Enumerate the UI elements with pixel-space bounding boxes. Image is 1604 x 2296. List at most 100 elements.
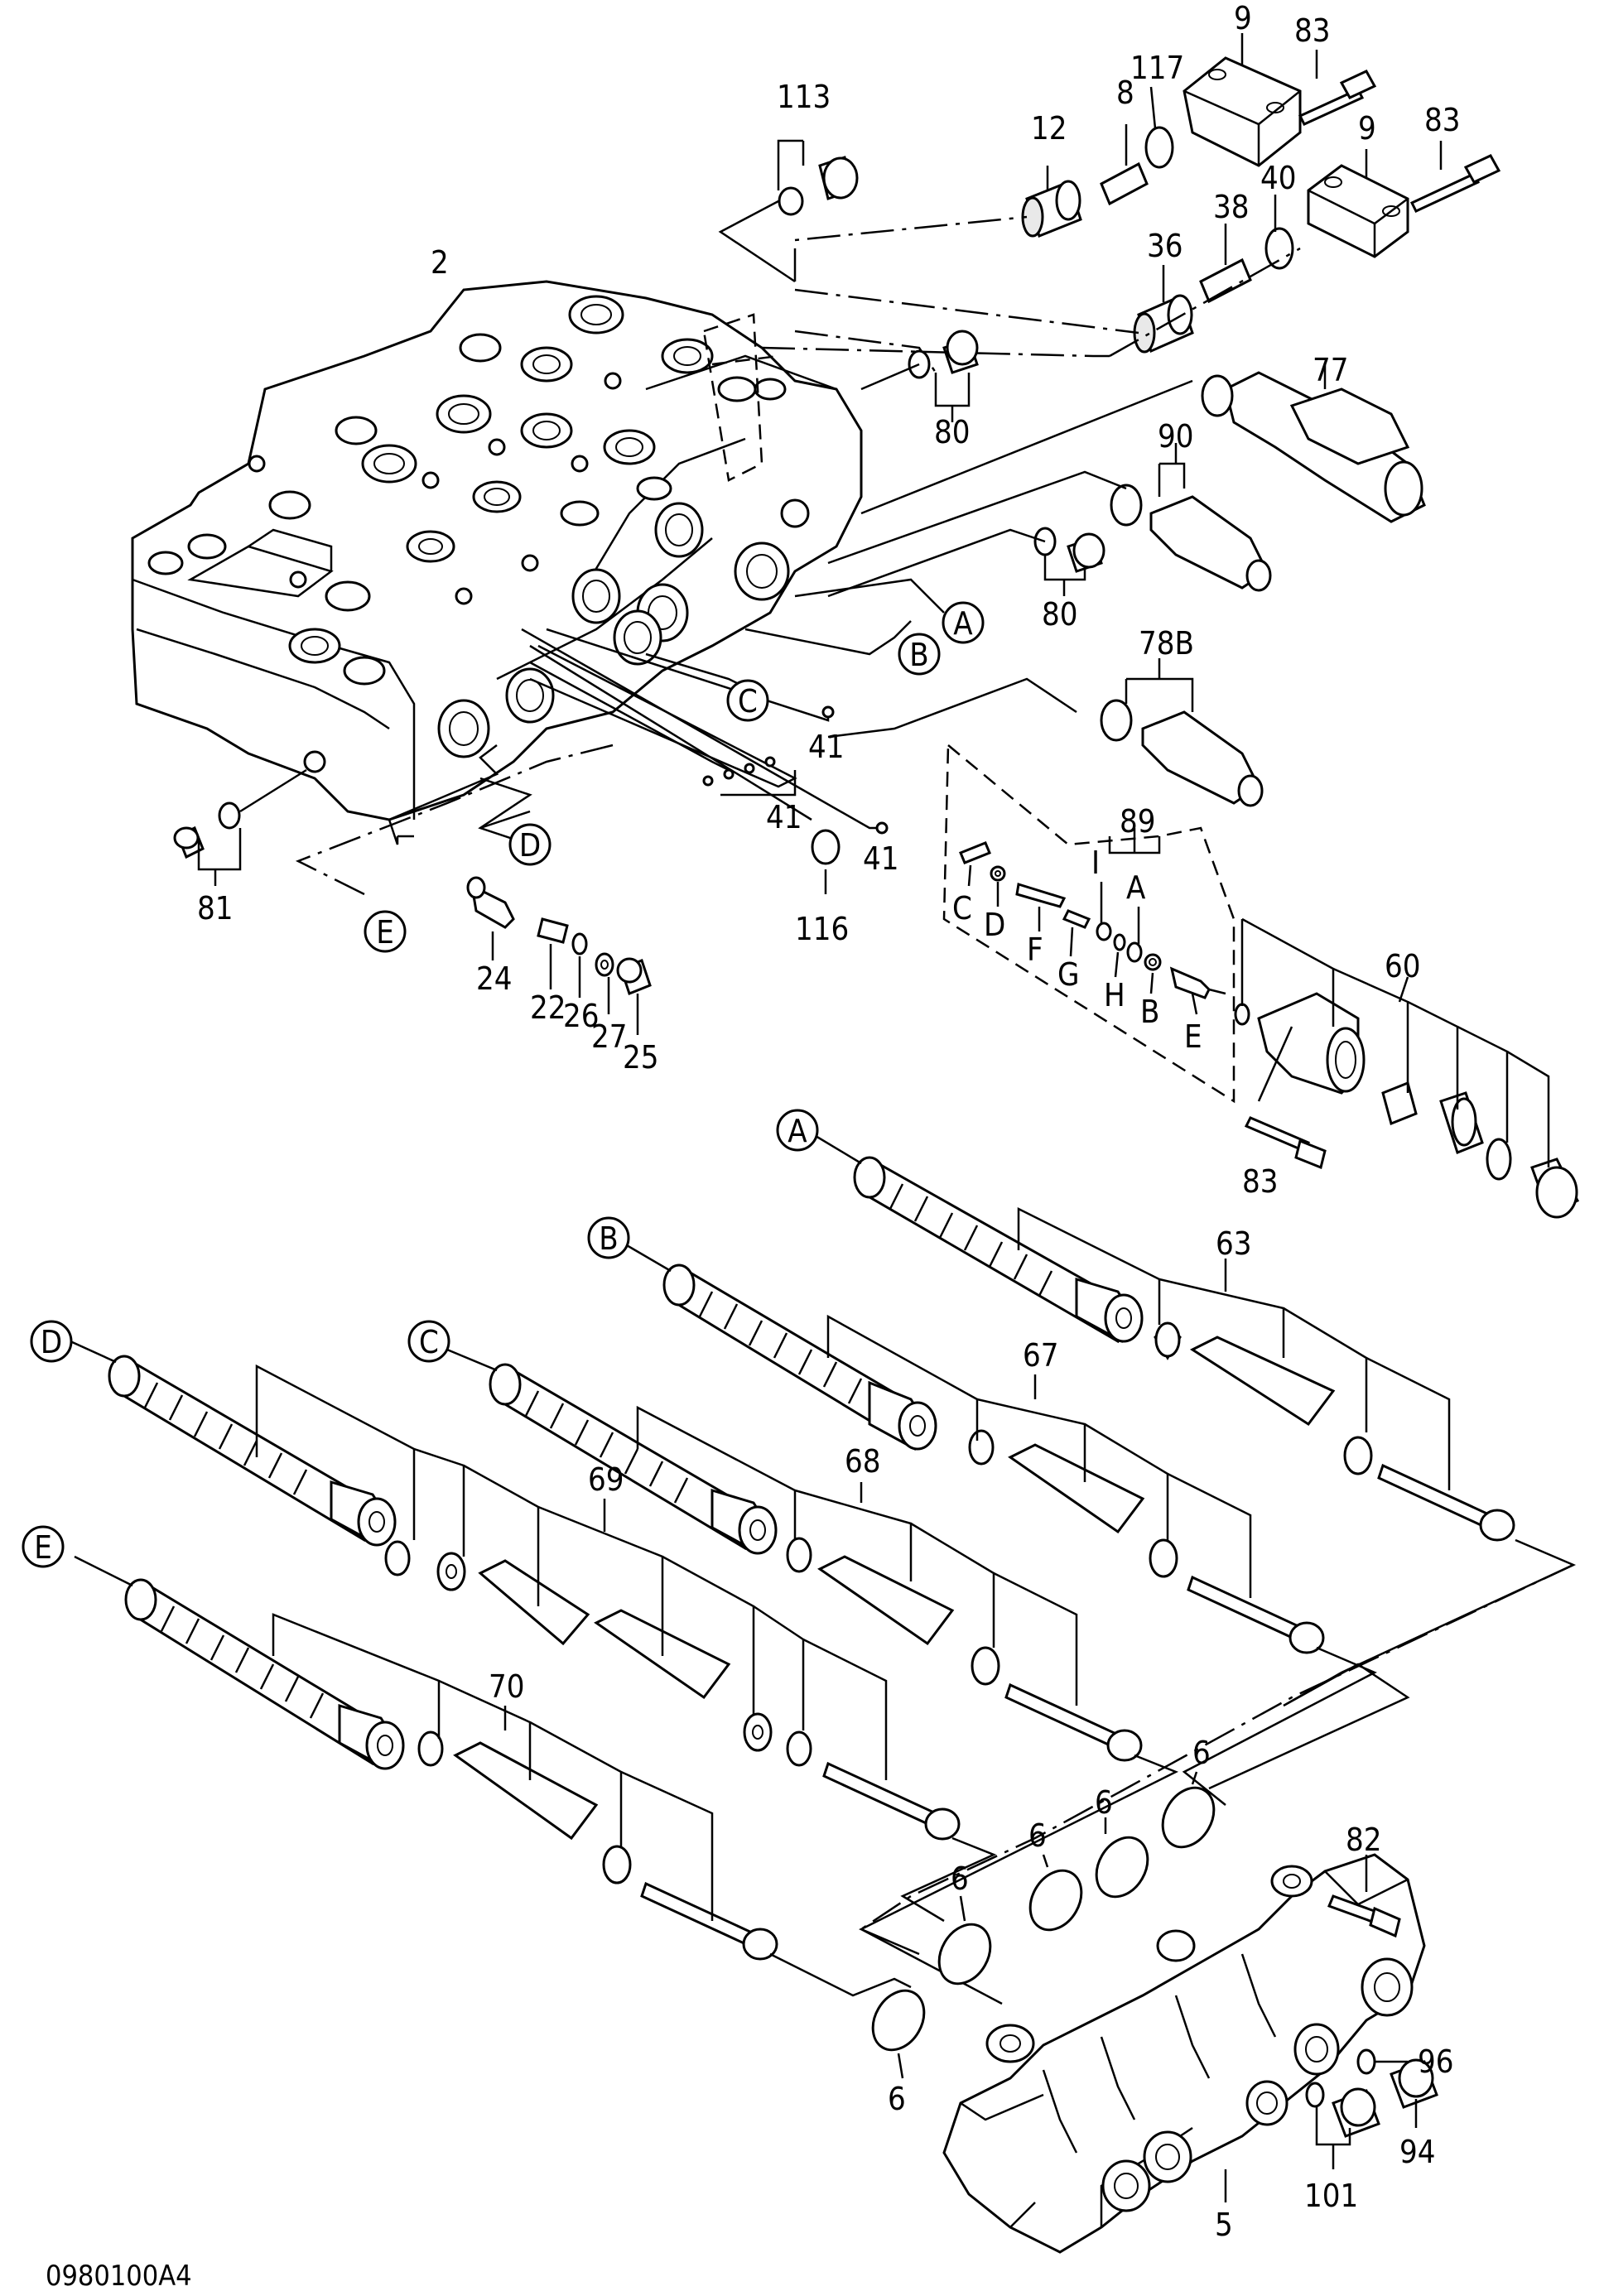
label-63: 63: [1216, 1225, 1252, 1262]
label-101: 101: [1304, 2178, 1358, 2214]
label-96: 96: [1418, 2043, 1454, 2080]
label-6d: 6: [951, 1860, 969, 1897]
label-6b: 6: [1095, 1784, 1113, 1821]
part-25-plug: [616, 957, 652, 1035]
part-8-spring: [1100, 124, 1149, 206]
label-12: 12: [1031, 110, 1067, 147]
part-24-plug: [466, 876, 515, 960]
sub-label-b: B: [1140, 994, 1159, 1030]
label-41b: 41: [766, 799, 802, 835]
part-113-plug: [718, 139, 859, 283]
part-94-plug: [1390, 2058, 1438, 2128]
label-2: 2: [431, 244, 449, 281]
label-89: 89: [1120, 803, 1156, 840]
part-22-spring: [537, 917, 569, 989]
label-77: 77: [1313, 352, 1349, 388]
svg-text:C: C: [419, 1324, 439, 1360]
label-81: 81: [197, 890, 234, 927]
callout-a-upper: A: [942, 601, 985, 644]
label-83c: 83: [1242, 1163, 1279, 1200]
sub-label-h: H: [1104, 977, 1125, 1013]
part-101-plug: [1305, 2082, 1380, 2169]
sub-label-a: A: [1126, 869, 1146, 906]
label-27: 27: [591, 1018, 628, 1055]
callout-d-upper: D: [508, 823, 552, 866]
label-6a: 6: [1192, 1735, 1211, 1771]
callout-e-spool: E: [22, 1525, 65, 1568]
label-9b: 9: [1358, 110, 1376, 147]
label-38: 38: [1213, 189, 1250, 225]
part-9-cover-lower: [1307, 149, 1409, 258]
callout-markers: A B C D E A B C: [22, 601, 985, 1568]
label-9a: 9: [1234, 0, 1252, 36]
part-89-pilot-parts: [959, 841, 1226, 999]
label-80b: 80: [1042, 596, 1078, 633]
part-60-check-assembly: [1234, 917, 1580, 1219]
label-36: 36: [1147, 228, 1183, 264]
part-26-oring: [571, 932, 588, 998]
spool-c: [446, 1348, 778, 1555]
svg-text:E: E: [376, 914, 394, 951]
svg-text:B: B: [599, 1220, 618, 1257]
spring-set-67: [826, 1314, 1325, 1654]
housing-cover: [942, 1853, 1426, 2254]
callout-b-upper: B: [898, 633, 941, 676]
part-78b-relief-valve: [827, 658, 1264, 807]
spring-set-69: [255, 1364, 961, 1841]
label-69: 69: [588, 1461, 624, 1498]
label-24: 24: [476, 960, 513, 997]
part-116-oring: [811, 829, 841, 894]
label-25: 25: [623, 1039, 659, 1076]
sub-part-labels-89: C D F G I A H B E: [952, 845, 1202, 1055]
part-90-relief-valve: [827, 443, 1272, 592]
label-117: 117: [1130, 50, 1184, 86]
spool-d: [70, 1340, 397, 1547]
part-82-bolt: [1327, 1855, 1401, 1938]
part-83-bolt-mid: [1244, 1026, 1327, 1170]
part-96-oring: [1356, 2048, 1408, 2075]
label-67: 67: [1023, 1337, 1059, 1374]
svg-text:D: D: [41, 1324, 62, 1360]
label-113: 113: [777, 79, 831, 115]
label-70: 70: [489, 1668, 525, 1705]
part-9-cover-upper: [1183, 33, 1302, 167]
label-68: 68: [845, 1443, 881, 1480]
sub-label-e: E: [1184, 1018, 1202, 1055]
sub-label-i: I: [1091, 845, 1100, 881]
svg-text:B: B: [909, 637, 928, 673]
part-6-orings: [871, 1771, 1216, 2079]
spring-set-68: [636, 1405, 1143, 1762]
label-41a: 41: [808, 729, 845, 765]
label-94: 94: [1399, 2134, 1436, 2170]
part-36-poppet: [1133, 265, 1194, 354]
part-83-bolt-upper: [1298, 50, 1377, 126]
part-12-poppet: [1021, 166, 1082, 238]
label-41c: 41: [863, 840, 899, 877]
callout-c-upper: C: [726, 679, 769, 722]
callout-b-spool: B: [587, 1216, 630, 1259]
label-78b: 78B: [1139, 625, 1194, 662]
part-41-plugs: [521, 628, 889, 835]
box-89: [942, 743, 1236, 1104]
part-38-spring: [1199, 224, 1252, 304]
part-40-oring: [1264, 195, 1294, 270]
part-81-plug: [173, 768, 307, 886]
part-117-oring: [1144, 86, 1174, 169]
svg-text:C: C: [738, 683, 758, 720]
sub-label-f: F: [1027, 931, 1043, 968]
callout-a-spool: A: [776, 1109, 819, 1152]
label-6e: 6: [888, 2081, 906, 2117]
body-ports: [147, 295, 810, 773]
label-90: 90: [1158, 418, 1194, 455]
sub-label-d: D: [984, 907, 1005, 943]
svg-text:E: E: [34, 1529, 52, 1566]
spool-e: [74, 1555, 405, 1770]
spool-b: [620, 1240, 937, 1451]
callout-d-spool: D: [30, 1320, 73, 1363]
spring-set-63: [1017, 1206, 1515, 1542]
label-60: 60: [1385, 948, 1421, 984]
label-22: 22: [530, 989, 566, 1026]
svg-text:A: A: [788, 1113, 807, 1149]
label-40: 40: [1260, 160, 1297, 196]
